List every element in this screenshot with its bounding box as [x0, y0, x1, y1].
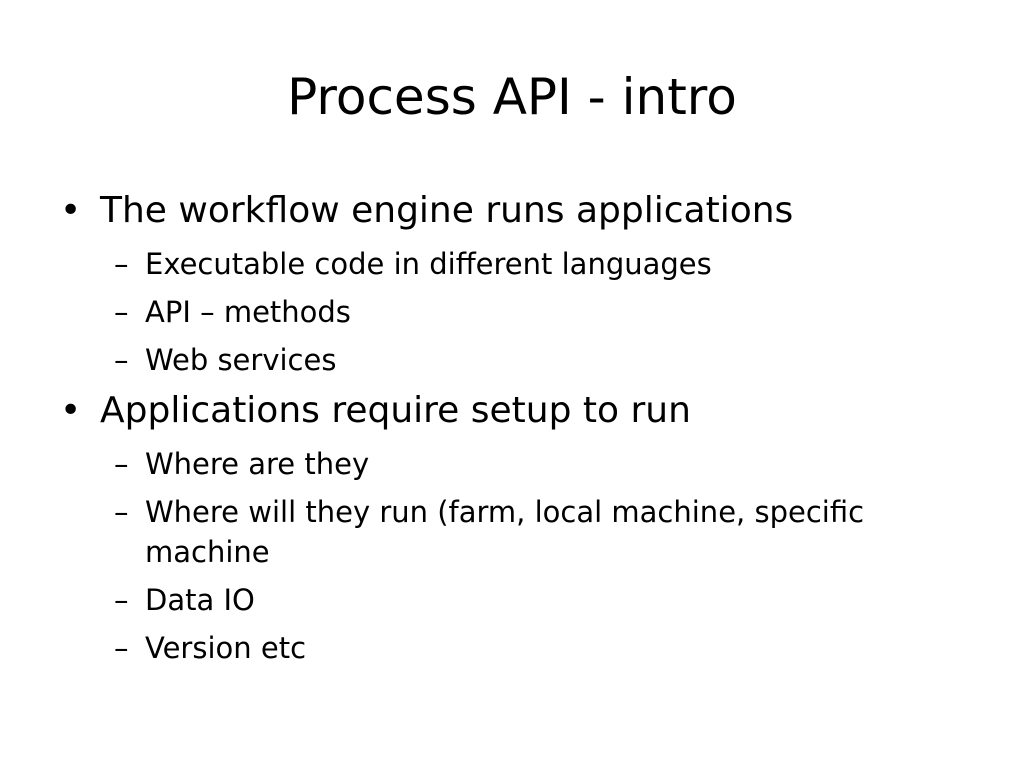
bullet-item: • The workflow engine runs applications — [60, 186, 960, 236]
dash-icon: – — [114, 495, 129, 529]
dash-icon: – — [114, 583, 129, 617]
dash-icon: – — [114, 343, 129, 377]
sub-bullet-text: Version etc — [145, 631, 307, 665]
dash-icon: – — [114, 247, 129, 281]
slide-title: Process API - intro — [287, 68, 737, 126]
bullet-icon: • — [60, 390, 82, 431]
sub-bullet-item: – Executable code in different languages — [60, 244, 960, 284]
sub-bullet-item: – Where will they run (farm, local machi… — [60, 492, 960, 572]
sub-bullet-text: Executable code in different languages — [145, 247, 712, 281]
sub-bullet-text: Web services — [145, 343, 337, 377]
bullet-icon: • — [60, 190, 82, 231]
bullet-text: Applications require setup to run — [100, 390, 691, 431]
dash-icon: – — [114, 631, 129, 665]
sub-bullet-item: – API – methods — [60, 292, 960, 332]
slide-content: • The workflow engine runs applications … — [60, 180, 960, 668]
sub-bullet-text: Data IO — [145, 583, 255, 617]
sub-bullet-text: Where will they run (farm, local machine… — [145, 495, 865, 569]
sub-bullet-text: API – methods — [145, 295, 351, 329]
sub-bullet-item: – Data IO — [60, 580, 960, 620]
sub-bullet-text: Where are they — [145, 447, 370, 481]
dash-icon: – — [114, 447, 129, 481]
bullet-text: The workflow engine runs applications — [100, 190, 794, 231]
sub-bullet-item: – Web services — [60, 340, 960, 380]
bullet-item: • Applications require setup to run — [60, 386, 960, 436]
sub-bullet-item: – Version etc — [60, 628, 960, 668]
dash-icon: – — [114, 295, 129, 329]
sub-bullet-item: – Where are they — [60, 444, 960, 484]
